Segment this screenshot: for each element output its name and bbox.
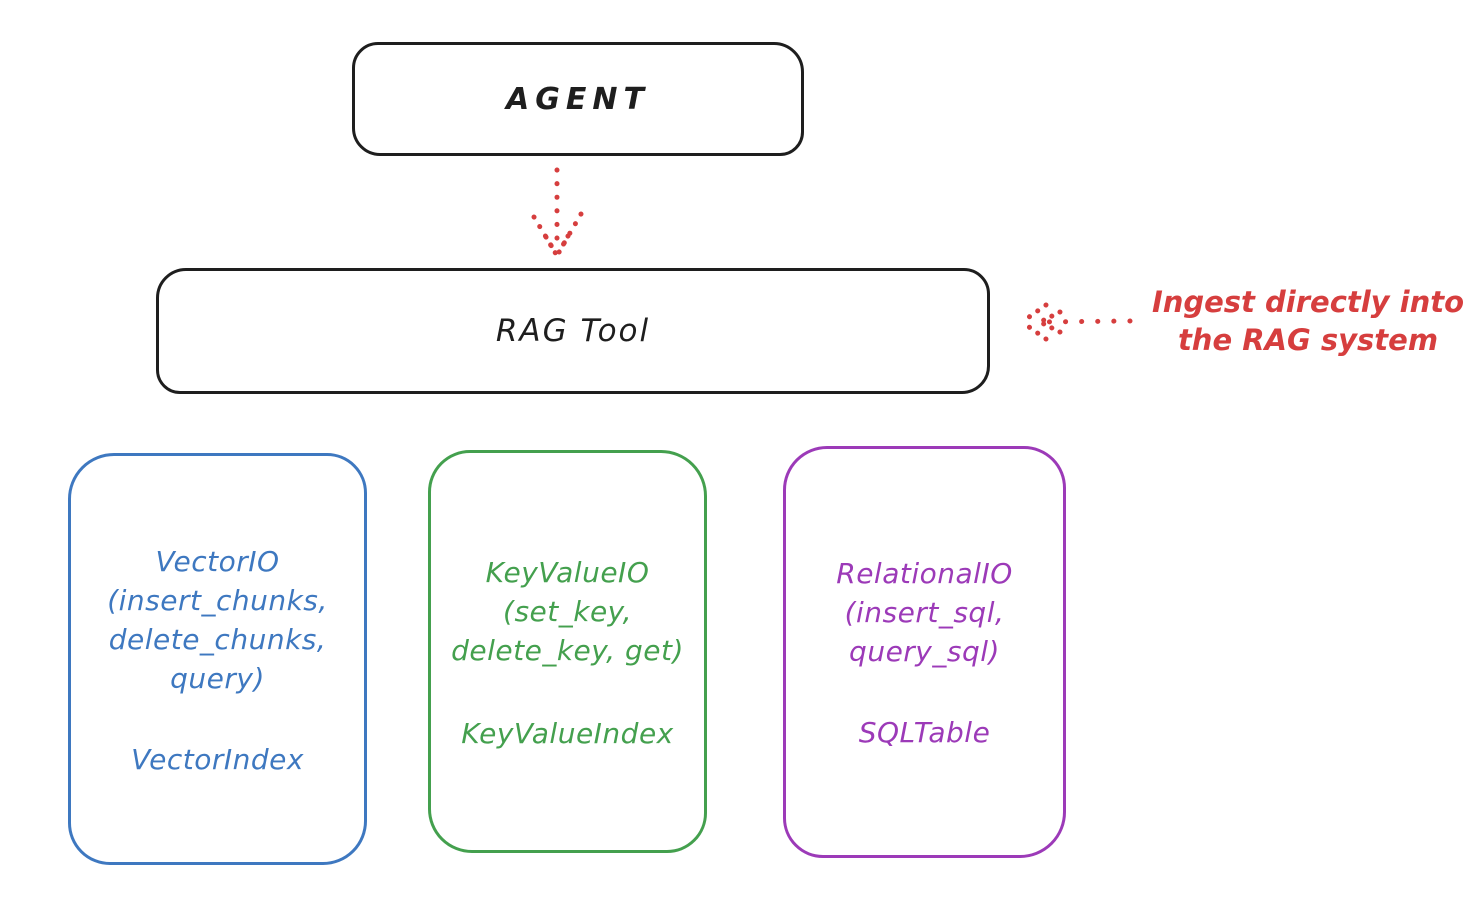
keyvalue-io-box: KeyValueIO (set_key, delete_key, get) Ke… — [428, 450, 707, 853]
relational-io-methods-line1: (insert_sql, — [844, 596, 1005, 629]
vector-io-title: VectorIO — [155, 545, 280, 578]
rag-tool-label: RAG Tool — [495, 313, 651, 349]
vector-io-box: VectorIO (insert_chunks, delete_chunks, … — [68, 453, 367, 865]
vector-index-label: VectorIndex — [131, 743, 304, 776]
ingest-annotation: Ingest directly into the RAG system — [1140, 283, 1476, 359]
keyvalue-io-methods-line2: delete_key, get) — [451, 634, 684, 667]
agent-box: AGENT — [352, 42, 804, 156]
sql-table-label: SQLTable — [858, 716, 991, 749]
agent-to-rag-arrow-icon — [531, 167, 584, 257]
rag-tool-box: RAG Tool — [156, 268, 990, 394]
keyvalue-io-title: KeyValueIO — [485, 556, 650, 589]
relational-io-box: RelationalIO (insert_sql, query_sql) SQL… — [783, 446, 1066, 858]
keyvalue-index-label: KeyValueIndex — [461, 717, 674, 750]
ingest-annotation-line1: Ingest directly into — [1151, 285, 1465, 319]
vector-io-methods-line1: (insert_chunks, — [107, 584, 328, 617]
ingest-annotation-line2: the RAG system — [1177, 323, 1439, 357]
vector-io-methods-line2: delete_chunks, — [108, 623, 327, 656]
relational-io-methods-line2: query_sql) — [849, 635, 1000, 668]
ingest-arrow-icon — [1019, 302, 1133, 342]
keyvalue-io-methods-line1: (set_key, — [503, 595, 632, 628]
relational-io-title: RelationalIO — [836, 557, 1013, 590]
agent-label: AGENT — [506, 81, 650, 117]
vector-io-methods-line3: query) — [170, 662, 265, 695]
